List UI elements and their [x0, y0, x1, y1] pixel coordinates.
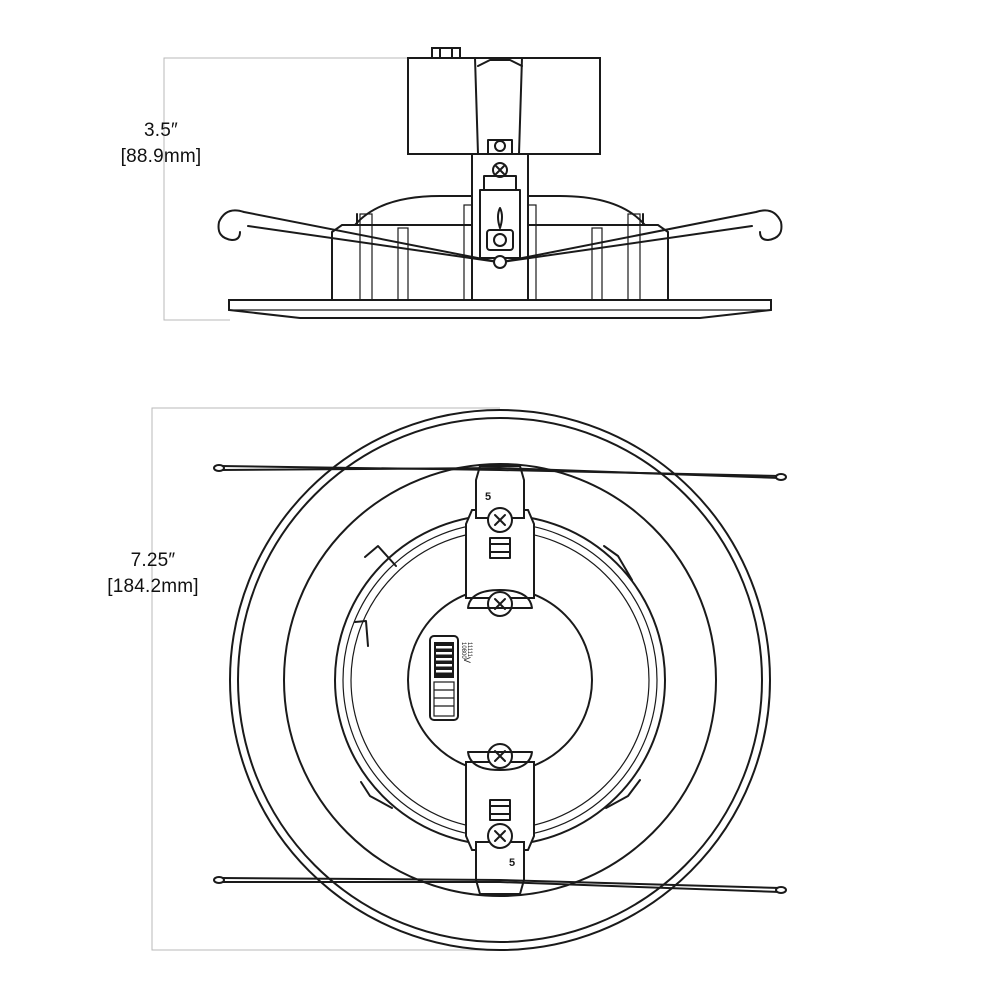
diameter-extension-lines — [151, 407, 500, 951]
top-bracket-number: 5 — [485, 491, 491, 503]
trim-flange — [228, 299, 772, 319]
height-metric: [88.9mm] — [120, 146, 202, 167]
switch-digit-column: 10800 — [460, 642, 466, 659]
height-extension-lines — [163, 57, 408, 321]
side-view — [217, 47, 783, 319]
diameter-imperial: 7.25″ — [130, 550, 176, 571]
top-bracket: 5 — [465, 465, 535, 617]
height-imperial: 3.5″ — [144, 120, 178, 141]
cct-switch: V — [429, 635, 472, 721]
side-spring-wires — [217, 209, 783, 269]
diameter-metric: [184.2mm] — [107, 576, 199, 597]
diameter-dimension: 7.25″ [184.2mm] — [78, 548, 228, 600]
bottom-bracket-number: 5 — [509, 857, 515, 869]
height-dimension: 3.5″ [88.9mm] — [96, 118, 226, 170]
top-view-spring-wires — [213, 464, 787, 894]
trim-outer-ring — [229, 409, 771, 951]
trim-inner-ring — [283, 463, 717, 897]
switch-arrow-label: V — [462, 657, 472, 663]
bottom-bracket: 5 — [465, 743, 535, 895]
top-view: V 5 5 — [213, 409, 787, 951]
switch-digit-column: 11111 — [466, 642, 472, 658]
junction-box — [407, 57, 601, 155]
housing-tabs — [354, 545, 641, 809]
